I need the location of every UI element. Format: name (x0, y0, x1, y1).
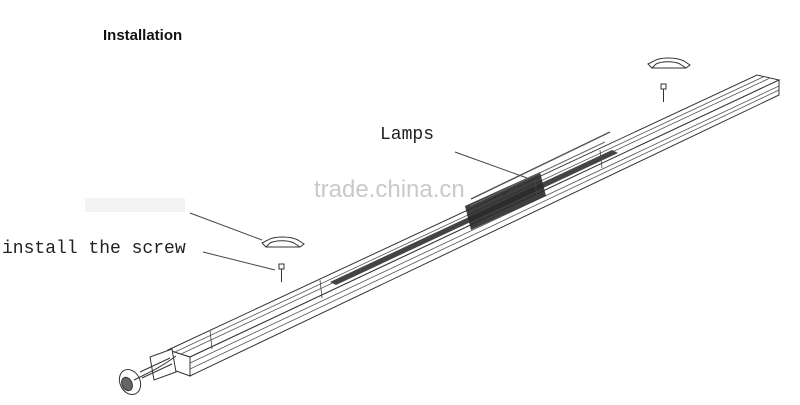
page-title: Installation (103, 27, 183, 44)
screw-right (660, 83, 667, 102)
screw-leader-line (202, 251, 276, 271)
watermark: trade.china.cn (314, 176, 465, 203)
segment-dividers (209, 149, 603, 350)
lamp-strip (330, 131, 618, 285)
lamps-leader-line (454, 151, 528, 179)
faint-smudge (85, 198, 185, 212)
screw-left (278, 263, 285, 282)
mounting-clip-right (647, 57, 691, 69)
clip-leader-line (189, 212, 263, 241)
power-connector (118, 348, 177, 396)
label-install-screw: install the screw (2, 239, 186, 259)
mounting-clip-left (261, 236, 305, 248)
label-lamps: Lamps (380, 125, 435, 145)
